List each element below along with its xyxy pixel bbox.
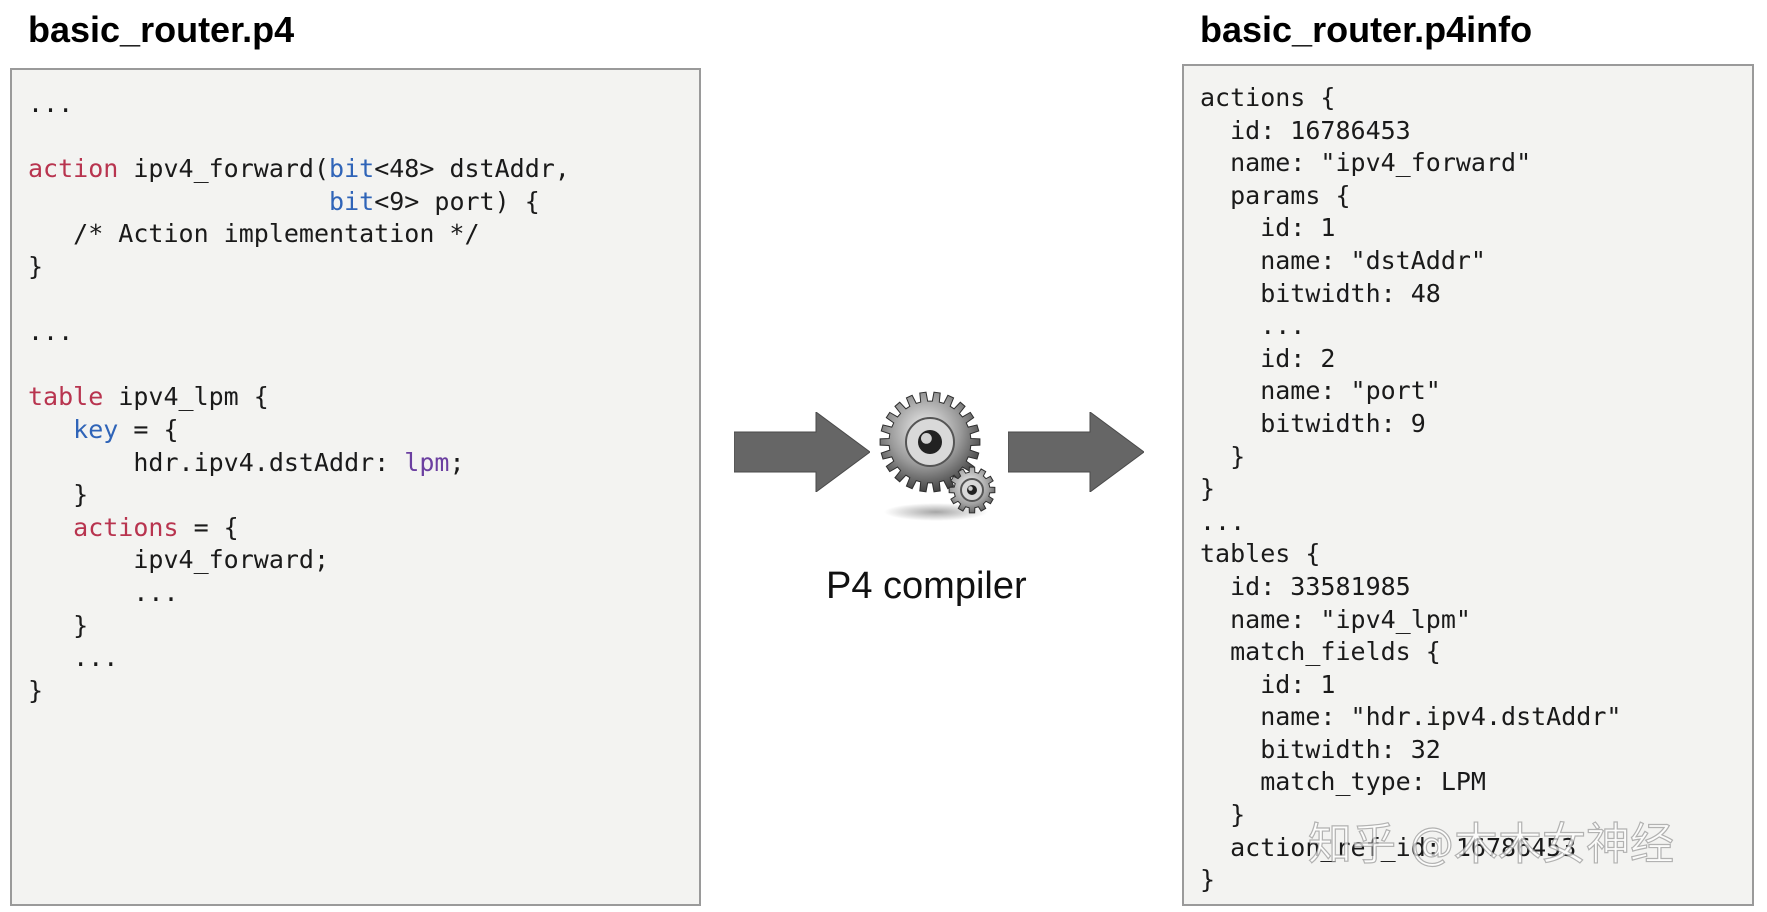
code-text: id: 1 [1200, 213, 1336, 243]
code-text: } [28, 480, 89, 510]
code-text: ... [1200, 506, 1246, 536]
code-text: ... [28, 317, 74, 347]
code-keyword: key [73, 414, 119, 444]
code-text: params { [1200, 180, 1351, 210]
code-text: <48> dstAddr, [374, 154, 570, 184]
p4-source-code-panel: ... action ipv4_forward(bit<48> dstAddr,… [10, 68, 701, 906]
code-text: id: 33581985 [1200, 571, 1411, 601]
code-text: = { [118, 414, 179, 444]
code-text: id: 2 [1200, 343, 1336, 373]
output-arrow-icon [1008, 412, 1144, 492]
code-text: name: "port" [1200, 376, 1441, 406]
code-text: } [1200, 441, 1246, 471]
code-text: bitwidth: 9 [1200, 408, 1426, 438]
code-keyword: actions [73, 512, 179, 542]
code-keyword: action [28, 154, 119, 184]
code-text: } [28, 251, 44, 281]
code-text [28, 513, 73, 542]
code-text: name: "dstAddr" [1200, 245, 1486, 275]
code-text: name: "ipv4_lpm" [1200, 604, 1471, 634]
p4info-code: actions { id: 16786453 name: "ipv4_forwa… [1200, 82, 1621, 897]
code-text: id: 16786453 [1200, 115, 1411, 145]
code-text: ... [28, 577, 179, 607]
p4-source-code: ... action ipv4_forward(bit<48> dstAddr,… [28, 88, 570, 707]
code-keyword: lpm [404, 447, 450, 477]
code-text: ... [1200, 311, 1306, 341]
code-text: ipv4_forward( [118, 154, 330, 184]
code-keyword: bit [329, 186, 375, 216]
gear-icon [879, 391, 996, 521]
code-text: name: "hdr.ipv4.dstAddr" [1200, 702, 1622, 732]
code-text: ; [449, 447, 465, 477]
code-text: bitwidth: 48 [1200, 278, 1441, 308]
code-text: match_fields { [1200, 637, 1441, 667]
left-panel-title: basic_router.p4 [28, 9, 295, 50]
watermark: 知乎 @木木女神经 [1307, 819, 1674, 870]
code-text: ... [28, 89, 74, 118]
code-text: hdr.ipv4.dstAddr: [28, 447, 405, 477]
code-text: bitwidth: 32 [1200, 734, 1441, 764]
code-text: ipv4_forward; [28, 545, 330, 575]
code-text [28, 187, 329, 216]
code-keyword: table [28, 382, 104, 412]
code-text: } [28, 610, 89, 640]
code-text: match_type: LPM [1200, 767, 1486, 797]
code-text: name: "ipv4_forward" [1200, 148, 1532, 178]
code-text: <9> port) { [374, 186, 540, 216]
code-text: ipv4_lpm { [103, 382, 269, 412]
code-text: } [1200, 800, 1246, 830]
code-keyword: bit [329, 154, 375, 184]
code-text: action_ref_id: 16786453 [1200, 832, 1577, 862]
code-text: actions { [1200, 83, 1336, 112]
code-text: id: 1 [1200, 669, 1336, 699]
code-text: } [1200, 474, 1216, 504]
p4info-code-panel: actions { id: 16786453 name: "ipv4_forwa… [1182, 64, 1754, 906]
right-panel-title: basic_router.p4info [1200, 9, 1533, 50]
p4-compiler-label: P4 compiler [826, 565, 1027, 607]
input-arrow-icon [734, 412, 870, 492]
code-text [28, 415, 73, 444]
code-text: /* Action implementation */ [28, 219, 480, 249]
code-text: } [1200, 865, 1216, 895]
code-text: } [28, 675, 44, 705]
code-text: ... [28, 643, 119, 673]
code-text: = { [178, 512, 239, 542]
code-text: tables { [1200, 539, 1321, 569]
